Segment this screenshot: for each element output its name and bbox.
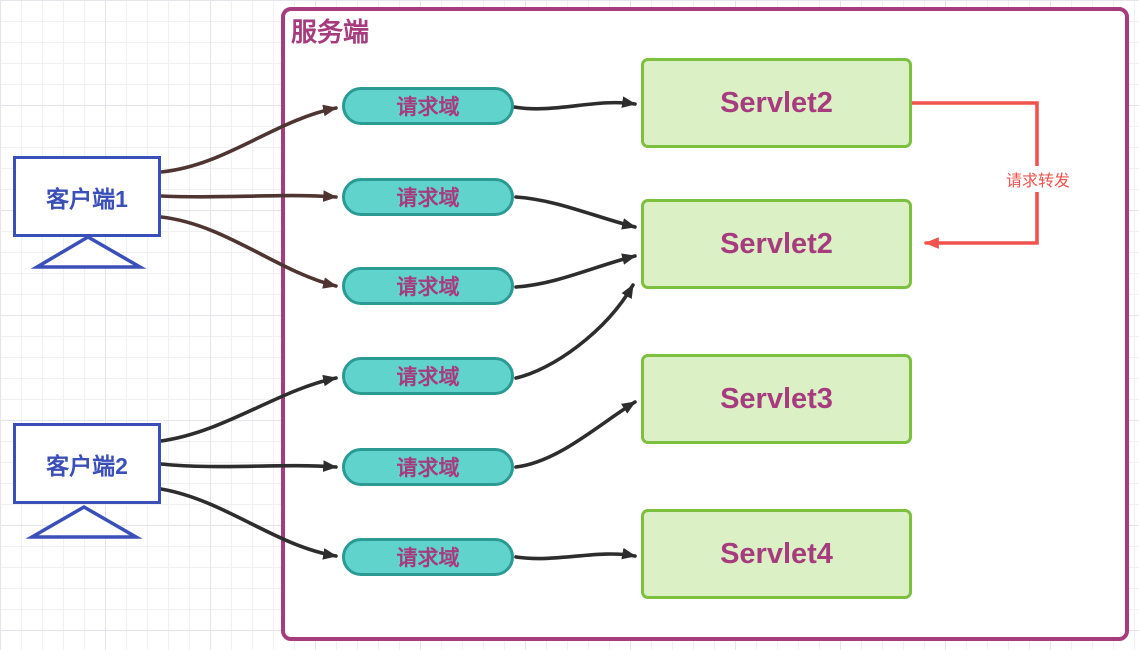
request-domain-pill-6: 请求域 <box>342 538 514 576</box>
pill2-label: 请求域 <box>396 187 460 210</box>
pill1-label: 请求域 <box>396 96 460 119</box>
request-forward-label: 请求转发 <box>1002 166 1074 192</box>
pill6-label: 请求域 <box>396 547 460 570</box>
request-domain-pill-3: 请求域 <box>342 267 514 305</box>
servlet4-label: Servlet4 <box>720 537 833 570</box>
client2-label: 客户端2 <box>46 452 128 479</box>
servlet-box-4: Servlet4 <box>641 509 912 599</box>
servlet-box-2: Servlet2 <box>641 199 912 289</box>
client1-label: 客户端1 <box>46 185 128 212</box>
request-domain-pill-1: 请求域 <box>342 87 514 125</box>
client-box-2: 客户端2 <box>13 423 161 504</box>
servlet1-label: Servlet2 <box>720 86 833 119</box>
client1-monitor-stand-icon <box>30 234 147 269</box>
request-domain-pill-5: 请求域 <box>342 448 514 486</box>
pill4-label: 请求域 <box>396 366 460 389</box>
servlet-box-3: Servlet3 <box>641 354 912 444</box>
pill3-label: 请求域 <box>396 276 460 299</box>
servlet3-label: Servlet3 <box>720 382 833 415</box>
pill5-label: 请求域 <box>396 457 460 480</box>
request-domain-pill-2: 请求域 <box>342 178 514 216</box>
request-domain-pill-4: 请求域 <box>342 357 514 395</box>
servlet2-label: Servlet2 <box>720 227 833 260</box>
client-box-1: 客户端1 <box>13 156 161 237</box>
client2-monitor-stand-icon <box>25 504 143 539</box>
server-title: 服务端 <box>291 17 370 47</box>
servlet-box-1: Servlet2 <box>641 58 912 148</box>
